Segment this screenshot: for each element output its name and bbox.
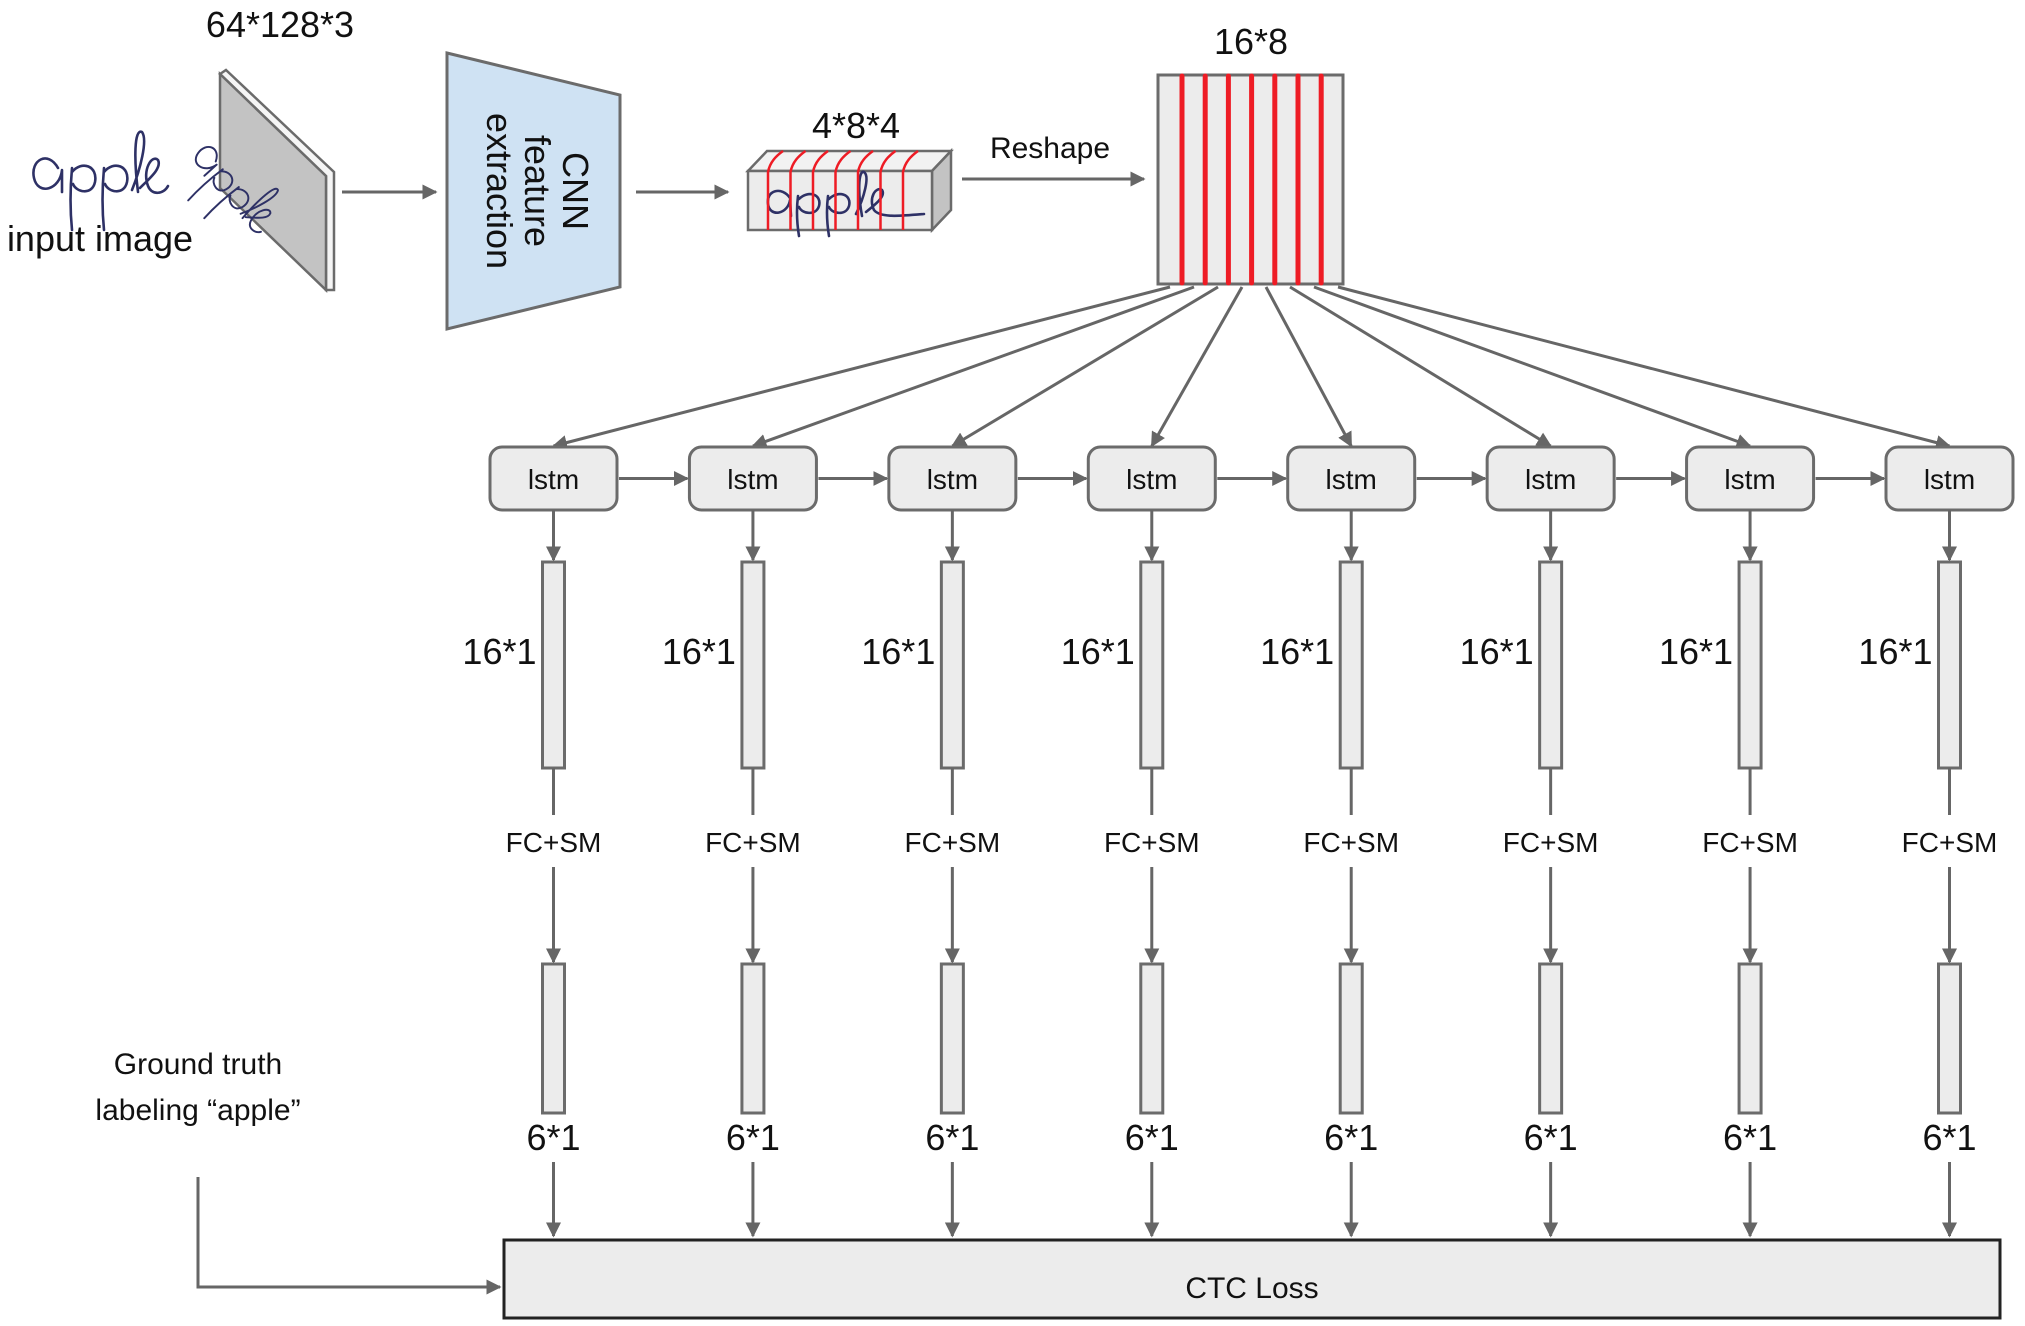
cnn-label-line-2: feature	[517, 135, 558, 247]
timestep-column: lstm 16*1FC+SM 6*1	[1858, 445, 2015, 1238]
output-vector	[1338, 962, 1364, 1115]
hidden-vector	[740, 560, 766, 770]
output-vector	[1139, 962, 1165, 1115]
input-tensor-plate	[187, 68, 336, 293]
feature-slice-line	[766, 149, 784, 230]
ctc-loss-box	[502, 1238, 2002, 1320]
output-vector	[541, 962, 566, 1115]
cnn-label-line-1: CNN	[555, 152, 596, 230]
output-vector	[1538, 962, 1564, 1115]
hidden-vector	[1937, 560, 1962, 770]
hidden-vector-dims-label: 16*1	[861, 631, 935, 672]
lstm-cell-label: lstm	[1525, 464, 1576, 495]
feature-slice-line	[856, 149, 874, 230]
fanout-arrow	[1264, 286, 1353, 448]
feature-slice-line	[901, 149, 919, 230]
hidden-vector	[1737, 560, 1763, 770]
hidden-vector-dims-label: 16*1	[1061, 631, 1135, 672]
timestep-column: lstm 16*1FC+SM 6*1	[1260, 445, 1487, 1238]
fanout-arrow	[552, 285, 1171, 450]
hidden-vector-dims-label: 16*1	[462, 631, 536, 672]
output-vector-dims-label: 6*1	[1922, 1117, 1976, 1158]
feature-slice-line	[789, 149, 807, 230]
output-vector-dims-label: 6*1	[925, 1117, 979, 1158]
lstm-cell-label: lstm	[1126, 464, 1177, 495]
output-vector	[1937, 962, 1962, 1115]
output-vector	[740, 962, 766, 1115]
fanout-arrows	[552, 285, 1951, 450]
output-vector	[1737, 962, 1763, 1115]
fanout-arrow	[1289, 285, 1552, 448]
feature-slice-line	[811, 149, 829, 230]
timestep-column: lstm 16*1FC+SM 6*1	[1460, 445, 1687, 1238]
fc-softmax-label: FC+SM	[1902, 827, 1998, 858]
output-vector-dims-label: 6*1	[1524, 1117, 1578, 1158]
feature-slice-line	[834, 149, 852, 230]
arrow-ground-truth-to-loss	[196, 1177, 502, 1295]
cnn-block	[445, 51, 622, 331]
lstm-cell-label: lstm	[1326, 464, 1377, 495]
hidden-vector	[1338, 560, 1364, 770]
ground-truth-label-line-2: labeling “apple”	[95, 1094, 300, 1127]
output-vector-dims-label: 6*1	[1125, 1117, 1179, 1158]
lstm-cell-label: lstm	[727, 464, 778, 495]
lstm-cell-label: lstm	[528, 464, 579, 495]
cnn-label: CNN feature extraction	[479, 113, 596, 269]
timestep-column: lstm 16*1FC+SM 6*1	[1659, 445, 1886, 1238]
timestep-column: lstm 16*1FC+SM 6*1	[1061, 445, 1288, 1238]
input-dims-label: 64*128*3	[206, 4, 354, 45]
ground-truth-label-line-1: Ground truth	[114, 1048, 282, 1081]
reshape-label: Reshape	[990, 132, 1110, 165]
reshaped-dims-label: 16*8	[1214, 21, 1288, 62]
cnn-label-line-3: extraction	[479, 113, 520, 269]
output-vector-dims-label: 6*1	[726, 1117, 780, 1158]
fc-softmax-label: FC+SM	[1303, 827, 1399, 858]
input-handwriting	[32, 130, 170, 232]
hidden-vector-dims-label: 16*1	[1659, 631, 1733, 672]
lstm-cell-label: lstm	[927, 464, 978, 495]
fc-softmax-label: FC+SM	[506, 827, 602, 858]
lstm-cell-label: lstm	[1924, 464, 1975, 495]
reshaped-column-lines	[1179, 73, 1324, 286]
hidden-vector-dims-label: 16*1	[1858, 631, 1932, 672]
feature-slice-line	[879, 149, 897, 230]
hidden-vector	[1538, 560, 1564, 770]
fanout-arrow	[1337, 285, 1951, 450]
fanout-arrow	[951, 285, 1219, 448]
timestep-columns: lstm 16*1FC+SM 6*1 lstm 16*1FC+SM 6*1 lstm 16*1…	[462, 445, 2015, 1238]
fanout-arrow	[1313, 285, 1752, 449]
lstm-cell-label: lstm	[1724, 464, 1775, 495]
feature-map-block	[745, 147, 954, 238]
output-vector-dims-label: 6*1	[526, 1117, 580, 1158]
fanout-arrow	[1150, 286, 1244, 448]
input-image-label: input image	[7, 218, 193, 259]
hidden-vector-dims-label: 16*1	[662, 631, 736, 672]
fc-softmax-label: FC+SM	[705, 827, 801, 858]
timestep-column: lstm 16*1FC+SM 6*1	[662, 445, 889, 1238]
feature-map-slice-lines	[766, 149, 919, 230]
ctc-loss-label: CTC Loss	[1185, 1272, 1318, 1305]
timestep-column: lstm 16*1FC+SM 6*1	[861, 445, 1088, 1238]
feature-map-dims-label: 4*8*4	[812, 105, 900, 146]
fc-softmax-label: FC+SM	[1104, 827, 1200, 858]
hidden-vector	[1139, 560, 1165, 770]
fanout-arrow	[751, 285, 1195, 449]
hidden-vector-dims-label: 16*1	[1260, 631, 1334, 672]
output-vector-dims-label: 6*1	[1324, 1117, 1378, 1158]
fc-softmax-label: FC+SM	[905, 827, 1001, 858]
fc-softmax-label: FC+SM	[1503, 827, 1599, 858]
hidden-vector	[939, 560, 965, 770]
hidden-vector	[541, 560, 566, 770]
timestep-column: lstm 16*1FC+SM 6*1	[462, 445, 689, 1238]
hidden-vector-dims-label: 16*1	[1460, 631, 1534, 672]
output-vector	[939, 962, 965, 1115]
output-vector-dims-label: 6*1	[1723, 1117, 1777, 1158]
fc-softmax-label: FC+SM	[1702, 827, 1798, 858]
